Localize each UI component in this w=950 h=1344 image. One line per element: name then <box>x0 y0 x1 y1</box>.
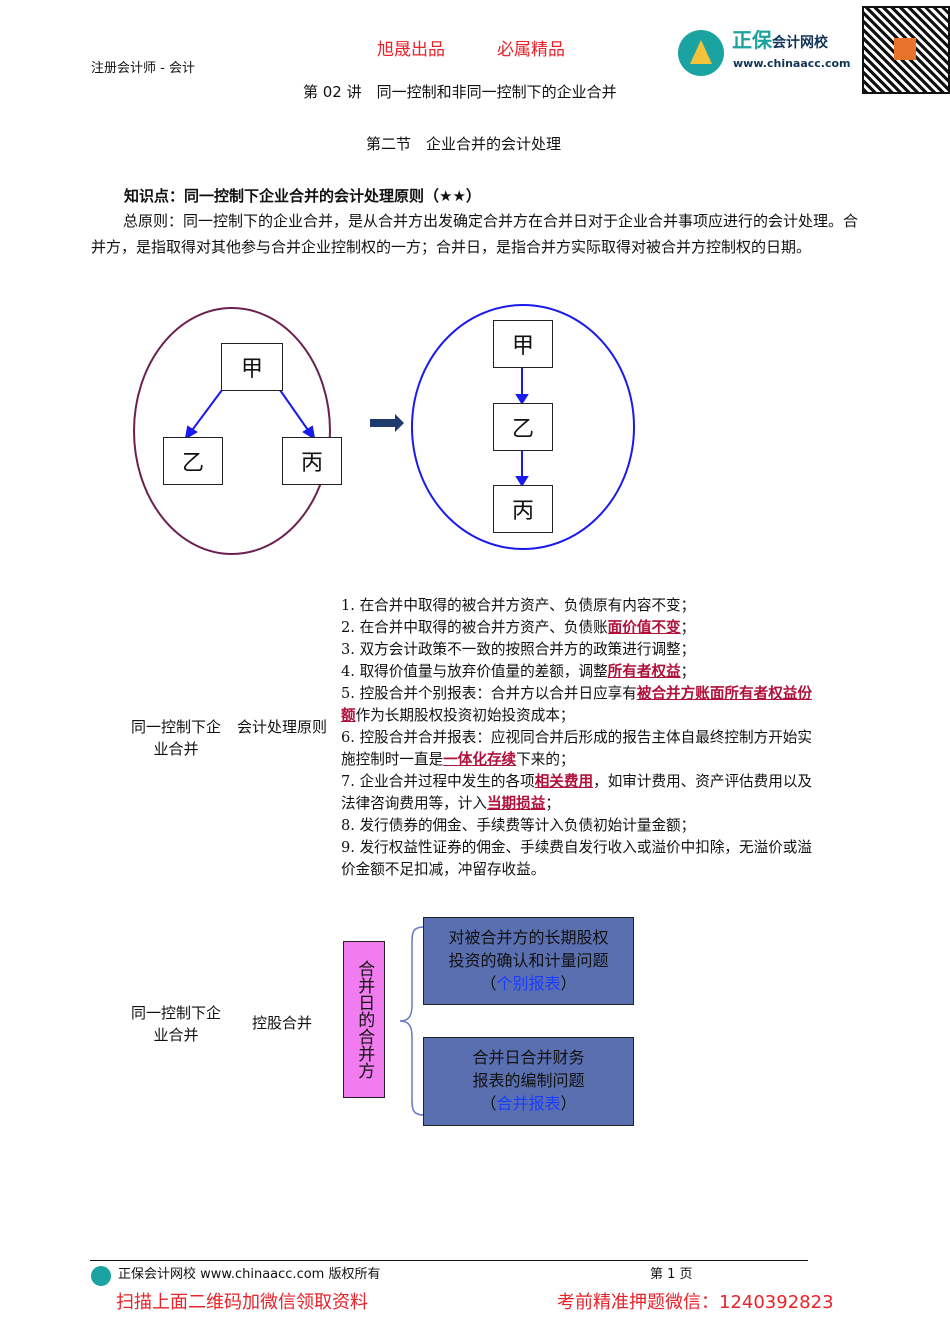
highlight-text: 一体化存续 <box>443 751 517 768</box>
promo-left: 扫描上面二维码加微信领取资料 <box>116 1292 368 1313</box>
principle-item: 7. 企业合并过程中发生的各项相关费用，如审计费用、资产评估费用以及法律咨询费用… <box>341 771 823 815</box>
box1-line1: 对被合并方的长期股权 <box>448 928 609 947</box>
box-individual-statements: 对被合并方的长期股权 投资的确认和计量问题 （个别报表） <box>423 917 634 1005</box>
merge-date-label: 合并日的合并方 <box>343 941 385 1098</box>
footer-divider <box>90 1260 808 1261</box>
slogan-left: 旭晟出品 <box>377 40 445 60</box>
principle-item: 9. 发行权益性证券的佣金、手续费自发行收入或溢价中扣除，无溢价或溢价金额不足扣… <box>341 837 823 881</box>
box1-paren: （个别报表） <box>480 974 577 993</box>
logo-name: 正保会计网校 <box>732 28 828 52</box>
table2-col2: 控股合并 <box>251 1014 312 1032</box>
node-jia-right: 甲 <box>493 320 553 368</box>
page-number: 第 1 页 <box>650 1267 693 1282</box>
table2-col1: 同一控制下企业合并 <box>130 1004 221 1044</box>
highlight-text: 相关费用 <box>534 773 594 790</box>
table1-col1: 同一控制下企业合并 <box>130 718 221 758</box>
item-text: 8. 发行债券的佣金、手续费等计入负债初始计量金额； <box>341 817 696 834</box>
item-text: 4. 取得价值量与放弃价值量的差额，调整 <box>341 663 608 680</box>
node-jia-left: 甲 <box>221 343 283 391</box>
item-text: 3. 双方会计政策不一致的按照合并方的政策进行调整； <box>341 641 696 658</box>
box1-line2: 投资的确认和计量问题 <box>448 951 609 970</box>
box-consolidated-statements: 合并日合并财务 报表的编制问题 （合并报表） <box>423 1037 634 1126</box>
lecture-title: 第 02 讲 同一控制和非同一控制下的企业合并 <box>303 83 617 101</box>
item-text: ； <box>545 795 560 812</box>
section-title: 第二节 企业合并的会计处理 <box>366 135 562 153</box>
node-bing-right: 丙 <box>493 485 553 533</box>
left-circle <box>133 307 331 555</box>
principle-item: 3. 双方会计政策不一致的按照合并方的政策进行调整； <box>341 639 823 661</box>
node-yi-left: 乙 <box>163 437 223 485</box>
principle-item: 6. 控股合并合并报表：应视同合并后形成的报告主体自最终控制方开始实施控制时一直… <box>341 727 823 771</box>
item-text: 6. 控股合并合并报表：应视同合并后形成的报告主体自最终控制方开始实施控制时一直… <box>341 729 812 768</box>
item-text: 9. 发行权益性证券的佣金、手续费自发行收入或溢价中扣除，无溢价或溢价金额不足扣… <box>341 839 812 878</box>
principle-list: 1. 在合并中取得的被合并方资产、负债原有内容不变； 2. 在合并中取得的被合并方… <box>341 595 823 881</box>
right-circle <box>411 304 635 550</box>
node-yi-right: 乙 <box>493 403 553 451</box>
logo-url: www.chinaacc.com <box>733 57 851 70</box>
highlight-text: 面价值不变 <box>607 619 681 636</box>
principle-item: 2. 在合并中取得的被合并方资产、负债账面价值不变； <box>341 617 823 639</box>
item-text: ，如审计费用、资产评估费用以及法律咨询费用等，计入 <box>341 773 813 812</box>
highlight-text: 被合并方账面所有者权益份额 <box>341 685 812 724</box>
table1-col2: 会计处理原则 <box>236 718 327 736</box>
slogan-right: 必属精品 <box>497 40 565 60</box>
course-name: 注册会计师 - 会计 <box>91 61 195 76</box>
item-text: ； <box>680 619 696 636</box>
node-bing-left: 丙 <box>282 437 342 485</box>
qr-code-icon <box>862 6 950 94</box>
promo-right: 考前精准押题微信：1240392823 <box>557 1292 834 1313</box>
item-text: 5. 控股合并个别报表：合并方以合并日应享有 <box>341 685 637 702</box>
item-text: 7. 企业合并过程中发生的各项 <box>341 773 535 790</box>
box2-line2: 报表的编制问题 <box>472 1071 585 1090</box>
group-structure-diagram <box>133 304 635 555</box>
principle-item: 8. 发行债券的佣金、手续费等计入负债初始计量金额； <box>341 815 823 837</box>
principle-item: 当期损益； <box>487 795 560 812</box>
box2-line1: 合并日合并财务 <box>472 1048 585 1067</box>
footer-copyright: 正保会计网校 www.chinaacc.com 版权所有 <box>118 1267 381 1282</box>
footer-logo-icon <box>91 1266 111 1286</box>
principle-item: 1. 在合并中取得的被合并方资产、负债原有内容不变； <box>341 595 823 617</box>
item-text: 作为长期股权投资初始投资成本； <box>355 707 575 724</box>
highlight-text: 当期损益 <box>486 795 546 812</box>
logo-icon <box>678 30 724 76</box>
brace-icon <box>399 926 425 1116</box>
knowledge-title: 知识点：同一控制下企业合并的会计处理原则（★★） <box>124 187 481 205</box>
box2-paren: （合并报表） <box>480 1094 577 1113</box>
item-text: 2. 在合并中取得的被合并方资产、负债账 <box>341 619 608 636</box>
principle-paragraph: 总原则：同一控制下的企业合并，是从合并方出发确定合并方在合并日对于企业合并事项应… <box>91 212 859 256</box>
highlight-text: 所有者权益 <box>607 663 681 680</box>
principle-item: 4. 取得价值量与放弃价值量的差额，调整所有者权益； <box>341 661 823 683</box>
item-text: 1. 在合并中取得的被合并方资产、负债原有内容不变； <box>341 597 696 614</box>
principle-item: 5. 控股合并个别报表：合并方以合并日应享有被合并方账面所有者权益份额作为长期股… <box>341 683 823 727</box>
item-text: ； <box>680 663 696 680</box>
arrow-right-icon <box>370 414 404 432</box>
item-text: 下来的； <box>516 751 575 768</box>
